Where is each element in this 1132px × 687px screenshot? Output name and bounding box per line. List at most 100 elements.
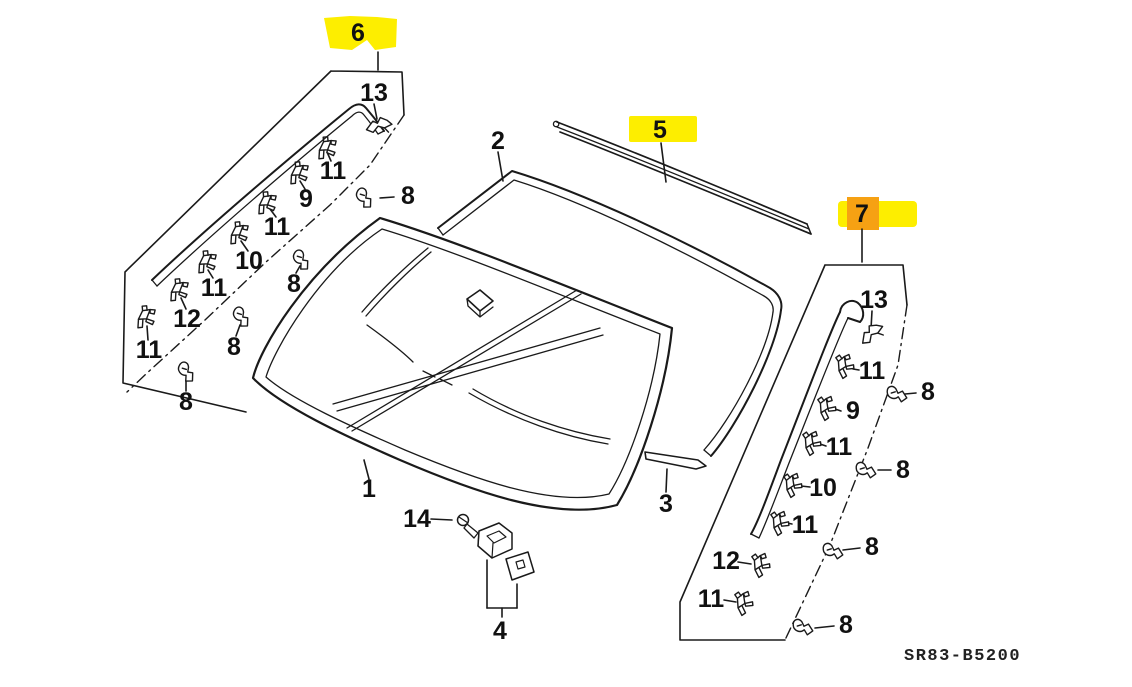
part-callout-8-9[interactable]: 8 — [401, 182, 415, 210]
right-molding-strip-hook — [839, 300, 865, 323]
diagram-line-art — [122, 70, 908, 641]
side-molding-cap — [703, 449, 712, 457]
part-callout-1-15[interactable]: 1 — [362, 475, 376, 503]
leader-line — [269, 208, 277, 218]
leader-line — [146, 325, 149, 341]
screw-icon — [456, 513, 470, 527]
assembly-boundary-right — [679, 264, 908, 641]
part-callout-3-16[interactable]: 3 — [659, 490, 673, 518]
leader-line — [904, 392, 917, 395]
windshield-glass-inner — [265, 228, 661, 499]
part-callout-6-0[interactable]: 6 — [351, 19, 365, 47]
glass-reflection — [332, 327, 604, 412]
part-callout-7-19[interactable]: 7 — [855, 200, 869, 228]
part-callout-4-18[interactable]: 4 — [493, 617, 507, 645]
screw-icon — [463, 523, 479, 539]
molding-clip-icon — [281, 156, 315, 189]
molding-clip-icon — [727, 586, 759, 619]
right-molding-strip-outer — [750, 311, 841, 535]
upper-molding-inner — [442, 179, 774, 313]
leader-line — [363, 459, 370, 480]
side-clip-icon — [230, 304, 252, 331]
mirror-pad-icon — [505, 551, 535, 581]
side-clip-icon — [290, 247, 312, 274]
part-callout-8-11[interactable]: 8 — [227, 333, 241, 361]
leader-line — [235, 324, 241, 337]
part-callout-12-7[interactable]: 12 — [173, 305, 201, 333]
part-callout-10-5[interactable]: 10 — [235, 247, 263, 275]
top-strip — [559, 131, 812, 235]
leader-line — [660, 142, 667, 183]
glass-reflection — [468, 388, 611, 445]
leader-line — [800, 485, 811, 488]
windshield-glass-outer — [251, 216, 674, 511]
mirror-pad-icon — [515, 559, 526, 570]
mirror-base-icon — [477, 522, 513, 559]
leader-line — [852, 368, 860, 371]
leader-line — [842, 547, 861, 551]
upper-molding-cap — [437, 227, 444, 236]
leader-line — [240, 240, 249, 252]
right-molding-strip-inner — [758, 317, 849, 539]
part-callout-11-21[interactable]: 11 — [859, 357, 886, 385]
part-callout-11-8[interactable]: 11 — [136, 336, 163, 364]
molding-clip-icon — [763, 506, 795, 539]
leader-lines — [146, 51, 917, 629]
part-callout-11-23[interactable]: 11 — [826, 433, 853, 461]
part-callout-14-17[interactable]: 14 — [403, 505, 431, 533]
glass-reflection — [346, 289, 582, 432]
part-callout-5-14[interactable]: 5 — [653, 116, 667, 144]
side-molding-outer — [710, 309, 782, 457]
side-clip-icon — [353, 185, 375, 212]
part-callout-8-10[interactable]: 8 — [287, 270, 301, 298]
highlight-mark — [629, 116, 697, 142]
part-callout-8-12[interactable]: 8 — [179, 388, 193, 416]
top-strip-tip — [552, 120, 560, 128]
leader-line — [665, 468, 668, 493]
part-callout-2-13[interactable]: 2 — [491, 127, 505, 155]
leader-line — [723, 599, 737, 603]
glass-reflection — [361, 247, 429, 313]
glass-reflection — [365, 251, 432, 317]
diagram-code: SR83-B5200 — [904, 647, 1021, 666]
leader-line — [207, 269, 214, 279]
side-clip-icon — [884, 383, 910, 406]
mirror-base-icon — [477, 530, 507, 559]
side-clip-icon — [790, 616, 816, 639]
part-callout-11-25[interactable]: 11 — [792, 511, 819, 539]
part-callout-11-2[interactable]: 11 — [320, 157, 347, 185]
mirror-mount-pad — [466, 298, 494, 318]
leader-line — [373, 103, 378, 120]
part-callout-11-6[interactable]: 11 — [201, 274, 228, 302]
part-callout-10-24[interactable]: 10 — [809, 474, 837, 502]
molding-clip-icon — [795, 426, 827, 459]
part-callout-11-4[interactable]: 11 — [264, 213, 291, 241]
side-clip-icon — [820, 540, 846, 563]
part-callout-13-1[interactable]: 13 — [360, 79, 388, 107]
screw-icon — [458, 516, 469, 524]
part-callout-8-29[interactable]: 8 — [896, 456, 910, 484]
leader-line — [295, 265, 301, 274]
highlight-mark — [324, 16, 397, 50]
side-molding-tail — [644, 451, 707, 470]
highlight-mark-selected — [847, 197, 879, 230]
glass-reflection — [366, 324, 414, 363]
side-clip-icon — [175, 359, 197, 386]
assembly-boundary-right-axis — [784, 304, 908, 641]
part-callout-8-31[interactable]: 8 — [839, 611, 853, 639]
assembly-boundary-left-axis — [126, 114, 405, 393]
part-callout-13-20[interactable]: 13 — [860, 286, 888, 314]
top-strip-cap — [806, 223, 812, 235]
right-molding-strip-cap — [750, 533, 760, 539]
part-callout-12-26[interactable]: 12 — [712, 547, 740, 575]
part-callout-9-22[interactable]: 9 — [846, 397, 860, 425]
part-callout-8-30[interactable]: 8 — [865, 533, 879, 561]
part-callout-8-28[interactable]: 8 — [921, 378, 935, 406]
part-callout-9-3[interactable]: 9 — [299, 185, 313, 213]
leader-line — [430, 518, 453, 521]
part-callout-11-27[interactable]: 11 — [698, 585, 725, 613]
upper-molding-outer — [437, 170, 783, 311]
leader-line — [814, 625, 835, 629]
